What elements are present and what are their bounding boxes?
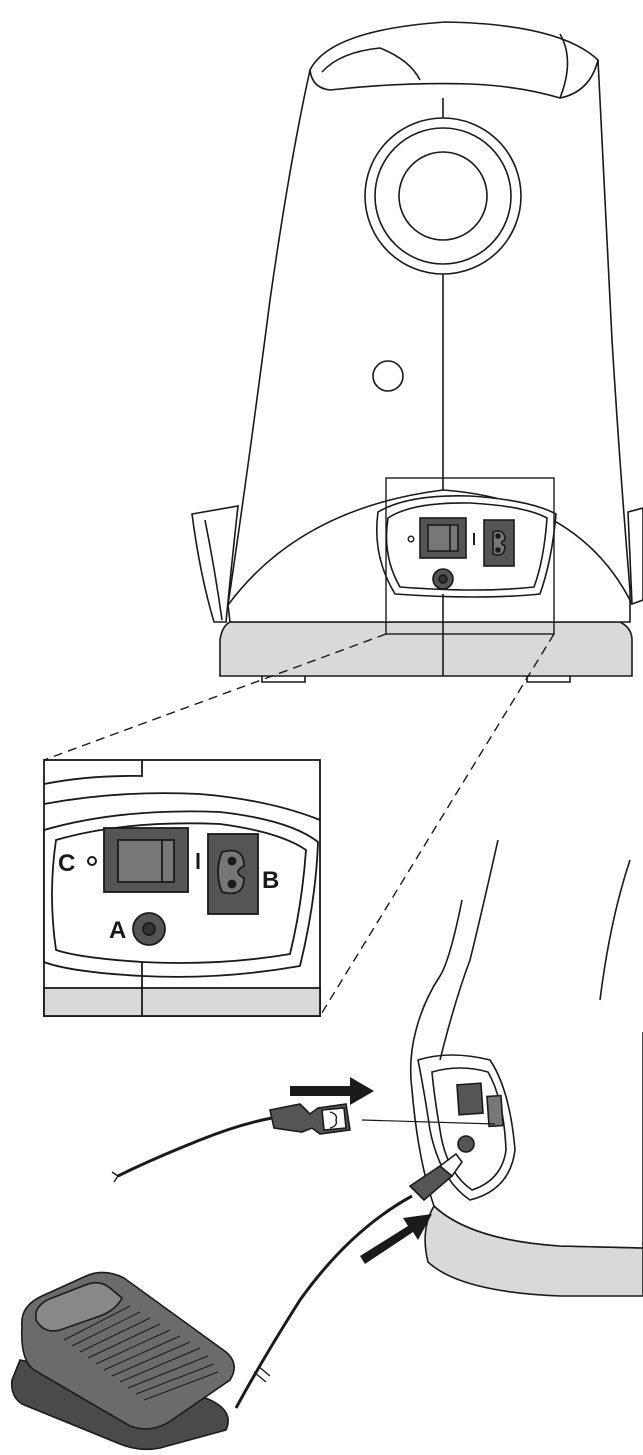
connection-view-body [409, 1029, 643, 1249]
arrow-foot-control [360, 1214, 432, 1264]
leader-line-left [43, 633, 387, 761]
foot-pedal-heel-pad [35, 1281, 123, 1332]
base-foot-right [526, 676, 571, 683]
power-cord [117, 1116, 273, 1178]
foot-control-plug-tip [438, 1152, 463, 1178]
base-foot-left [261, 676, 306, 683]
connection-view-socket [486, 1094, 504, 1128]
left-side-wing-inner [204, 519, 223, 621]
arrow-power-cord [290, 1077, 374, 1105]
connection-view-socket-pointer [361, 1119, 496, 1125]
machine-top-dome [309, 21, 599, 99]
handwheel-middle [374, 127, 512, 265]
foot-control-cord-break [253, 1365, 271, 1383]
connection-view-body-edge-left [415, 899, 463, 1031]
inset-power-socket-pin-top [227, 856, 237, 866]
power-cord-plug-face [321, 1107, 347, 1131]
dome-right-curve [559, 33, 569, 99]
lower-body-curve [227, 489, 633, 606]
connection-view-recess [417, 1054, 516, 1201]
power-socket-pin-top [495, 533, 501, 539]
right-side-wing [627, 507, 643, 606]
foot-pedal-grip-lines [63, 1305, 219, 1401]
foot-control-cord [234, 1194, 413, 1409]
label-power-switch: C [58, 850, 75, 877]
machine-base [219, 621, 633, 677]
small-knob [372, 360, 404, 392]
inset-switch-off-mark [87, 856, 97, 866]
label-power-socket: B [262, 867, 279, 894]
inset-recess-inner [51, 822, 307, 964]
inset-base-strip [43, 987, 321, 1017]
power-socket-pin-bottom [495, 547, 501, 553]
connection-view-switch [456, 1082, 484, 1116]
power-switch-rocker [427, 524, 459, 552]
dome-inner-curve [321, 47, 421, 81]
inset-power-switch-rocker [117, 839, 175, 883]
leader-line-right [319, 633, 555, 1017]
connection-view-body-edge-mid [439, 839, 499, 1061]
direction-arrows [290, 1077, 432, 1264]
switch-off-mark [407, 535, 415, 543]
connection-view-body-edge-right [599, 859, 631, 1001]
connector-detail-inset [43, 759, 321, 1017]
label-foot-control-socket: A [109, 917, 126, 944]
connection-view-recess-inner [431, 1067, 507, 1191]
inset-body-curve-top [43, 760, 143, 785]
inset-body-curve-lower [43, 792, 321, 821]
handwheel-outer [364, 117, 522, 275]
handwheel-inner [398, 151, 488, 241]
connection-view-foot-socket [457, 1135, 475, 1153]
power-cord-frayed-end [111, 1171, 119, 1183]
zoom-leader-lines [43, 633, 555, 1017]
left-side-wing [191, 505, 239, 623]
inset-power-socket-pin-bottom [227, 879, 237, 889]
foot-control-socket-core [438, 574, 448, 584]
callout-frame [385, 477, 555, 635]
inset-power-socket-opening [217, 849, 245, 895]
panel-recess-inner [385, 502, 548, 591]
machine-rear-view [191, 21, 643, 683]
connection-view [10, 839, 643, 1451]
power-cord-plug-slot [329, 1111, 338, 1129]
inset-foot-control-socket-core [142, 922, 156, 936]
